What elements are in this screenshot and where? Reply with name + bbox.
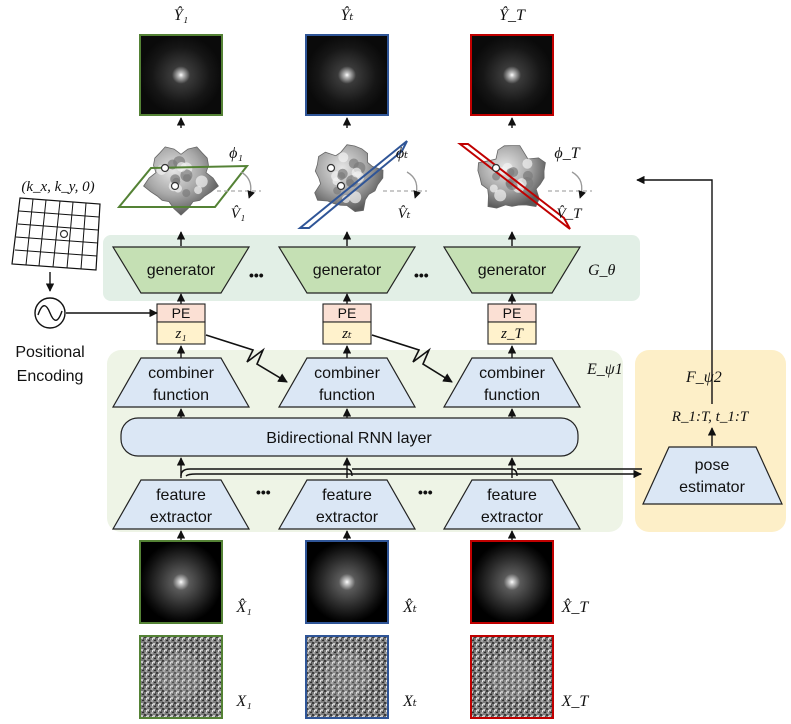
volume-label-first: V̂₁ — [231, 206, 245, 222]
input-image-middle — [305, 635, 389, 719]
latent-to-next-combiner-arrow-middle — [371, 334, 453, 383]
ellipsis-generators-1: ••• — [249, 267, 264, 283]
predicted-projection-middle — [305, 34, 389, 116]
input-image-first — [139, 635, 223, 719]
combiner-function-middle — [277, 357, 417, 408]
positional-encoding-symbol — [34, 297, 66, 329]
generator-label-first: generator — [147, 262, 216, 279]
positional-encoding-label-1: Positional — [15, 344, 84, 361]
volume-point-a-last — [491, 163, 501, 173]
y-hat-label-middle: Ŷₜ — [341, 5, 354, 24]
input-spectrum-last — [470, 540, 554, 624]
combiner-label-1-first: combiner — [148, 365, 214, 382]
pose-angle-label-last: ϕ_T — [554, 145, 580, 162]
feature-extractor-first — [111, 479, 251, 530]
combiner-label-1-middle: combiner — [314, 365, 380, 382]
ellipsis-features-1: ••• — [256, 484, 271, 500]
frequency-grid — [11, 197, 101, 271]
predicted-projection-last — [470, 34, 554, 116]
latent-to-next-combiner-arrow-first — [205, 334, 288, 383]
pose-estimator — [642, 446, 783, 505]
feature-label-2-first: extractor — [150, 509, 213, 526]
grid-coordinate-label: (k_x, k_y, 0) — [21, 179, 94, 195]
y-hat-label-first: Ŷ₁ — [174, 5, 188, 24]
slicing-plane-last — [457, 143, 571, 230]
pose-output-label: R_1:T, t_1:T — [671, 409, 750, 425]
volume-point-a-first — [160, 163, 170, 173]
feature-label-1-last: feature — [487, 487, 537, 504]
generator-label-last: generator — [478, 262, 547, 279]
pe-label-middle: PE — [338, 305, 357, 321]
rotation-arrow-last — [571, 171, 586, 199]
latent-box-middle — [322, 321, 372, 345]
pose-estimator-label-1: pose — [695, 457, 730, 474]
encoder-region-label: E_ψ1 — [586, 361, 623, 378]
generator-last — [442, 246, 582, 294]
generator-first — [111, 246, 251, 294]
rnn-layer-label: Bidirectional RNN layer — [266, 430, 432, 447]
combiner-function-last — [442, 357, 582, 408]
latent-box-last — [487, 321, 537, 345]
input-spectrum-middle — [305, 540, 389, 624]
feature-label-2-last: extractor — [481, 509, 544, 526]
input-image-label-middle: Xₜ — [402, 693, 417, 710]
input-image-last — [470, 635, 554, 719]
pose-arrow-to-slices — [636, 175, 713, 404]
rotation-arrow-first — [240, 171, 255, 199]
volume-point-b-first — [170, 181, 180, 191]
pe-label-first: PE — [172, 305, 191, 321]
volume-point-a-middle — [326, 163, 336, 173]
feature-label-2-middle: extractor — [316, 509, 379, 526]
positional-encoding-label-2: Encoding — [17, 368, 84, 385]
slicing-plane-middle — [297, 140, 408, 229]
pose-angle-label-middle: ϕₜ — [396, 145, 408, 162]
input-spectrum-label-last: X̂_T — [561, 597, 590, 616]
input-spectrum-label-first: X̂₁ — [235, 597, 251, 616]
input-spectrum-label-middle: X̂ₜ — [402, 597, 417, 616]
input-spectrum-first — [139, 540, 223, 624]
pe-label-last: PE — [503, 305, 522, 321]
rotation-arrow-middle — [406, 171, 421, 199]
latent-label-last: z_T — [500, 326, 524, 342]
predicted-projection-first — [139, 34, 223, 116]
volume-label-last: V̂_T — [556, 206, 583, 222]
pose-region-label: F_ψ2 — [685, 369, 722, 386]
generator-middle — [277, 246, 417, 294]
generator-region-label: G_θ — [588, 262, 616, 279]
volume-point-b-middle — [336, 181, 346, 191]
combiner-label-2-middle: function — [319, 387, 375, 404]
feature-label-1-first: feature — [156, 487, 206, 504]
latent-label-first: z₁ — [174, 326, 186, 342]
generator-label-middle: generator — [313, 262, 382, 279]
latent-box-first — [156, 321, 206, 345]
y-hat-label-last: Ŷ_T — [499, 5, 526, 24]
volume-label-middle: V̂ₜ — [398, 206, 411, 222]
feature-extractor-last — [442, 479, 582, 530]
feature-merge-curve — [185, 473, 600, 477]
pose-angle-label-first: ϕ₁ — [229, 145, 243, 162]
combiner-label-1-last: combiner — [479, 365, 545, 382]
input-image-label-first: X₁ — [235, 693, 251, 710]
reconstructed-volume-first — [143, 146, 219, 216]
combiner-label-2-last: function — [484, 387, 540, 404]
input-image-label-last: X_T — [561, 693, 590, 710]
rnn-layer — [120, 417, 579, 457]
feature-extractor-middle — [277, 479, 417, 530]
feature-label-1-middle: feature — [322, 487, 372, 504]
ellipsis-generators-2: ••• — [414, 267, 429, 283]
slicing-plane-first — [116, 164, 250, 208]
pose-estimator-label-2: estimator — [679, 479, 745, 496]
combiner-label-2-first: function — [153, 387, 209, 404]
ellipsis-features-2: ••• — [418, 484, 433, 500]
latent-label-middle: zₜ — [341, 326, 352, 342]
combiner-function-first — [111, 357, 251, 408]
